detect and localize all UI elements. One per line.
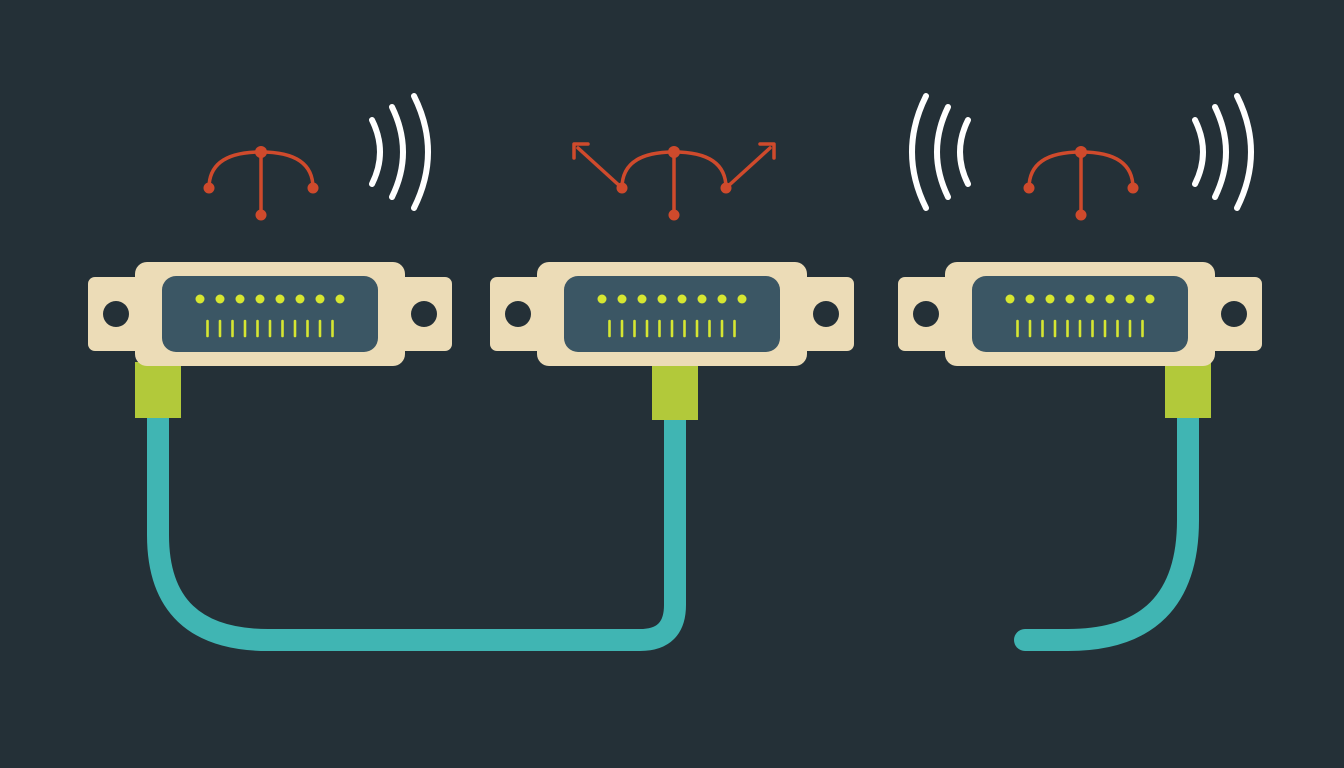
pin-dot — [195, 294, 205, 304]
pin-dot — [235, 294, 245, 304]
pin-dot — [637, 294, 647, 304]
strain-relief-left — [135, 362, 181, 418]
signal-waves-right-icon — [1192, 93, 1254, 211]
pin-dot — [275, 294, 285, 304]
signal-waves-left-icon — [909, 93, 971, 211]
pin-dot — [677, 294, 687, 304]
pin-dot — [1005, 294, 1015, 304]
pin-array — [597, 294, 747, 338]
pin-dot — [1085, 294, 1095, 304]
pin-dot — [1045, 294, 1055, 304]
pin-dot — [315, 294, 325, 304]
pin-array — [195, 294, 345, 338]
pin-dot — [737, 294, 747, 304]
connector-right — [898, 262, 1262, 366]
pin-dot — [617, 294, 627, 304]
pin-dot — [1105, 294, 1115, 304]
pin-array — [1005, 294, 1155, 338]
pin-dot — [1025, 294, 1035, 304]
pin-dot — [1125, 294, 1135, 304]
pin-dot — [1065, 294, 1075, 304]
cable-loop-left-middle — [147, 399, 686, 651]
signal-waves-right-icon — [369, 93, 431, 211]
branch-arrows-icon — [572, 142, 776, 221]
pin-dot — [215, 294, 225, 304]
pin-dot — [697, 294, 707, 304]
pin-dot — [295, 294, 305, 304]
cable-open-right — [1014, 399, 1199, 651]
pin-dot — [335, 294, 345, 304]
pin-dot — [597, 294, 607, 304]
strain-relief-right — [1165, 362, 1211, 418]
pin-dot — [1145, 294, 1155, 304]
split-tree-icon — [203, 146, 319, 221]
pin-dot — [717, 294, 727, 304]
connector-left — [88, 262, 452, 366]
connector-middle — [490, 262, 854, 366]
pin-dot — [255, 294, 265, 304]
pin-dot — [657, 294, 667, 304]
split-tree-icon — [1023, 146, 1139, 221]
strain-relief-middle — [652, 364, 698, 420]
